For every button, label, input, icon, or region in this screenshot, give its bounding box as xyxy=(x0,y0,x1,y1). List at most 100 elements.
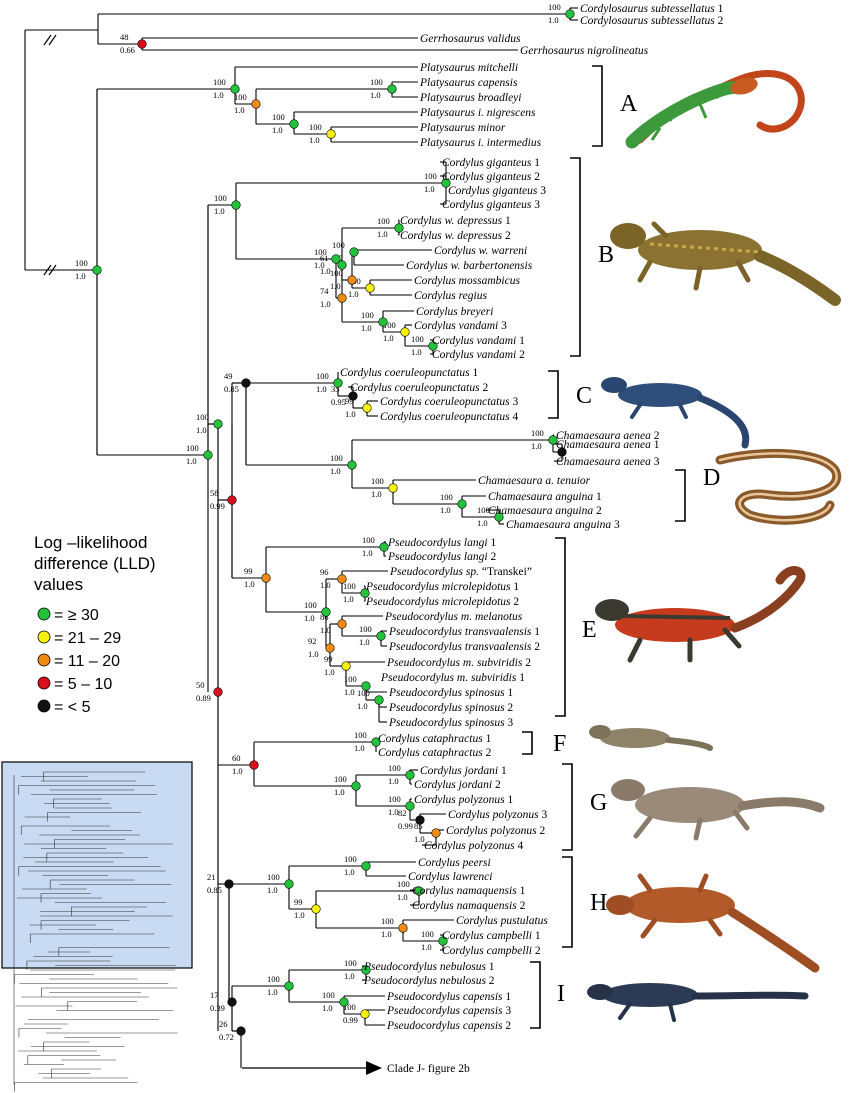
node-n23-bootstrap: 49 xyxy=(224,371,233,381)
node-n33-bootstrap: 58 xyxy=(210,488,219,498)
taxon-label: Cordylus giganteus 2 xyxy=(442,171,540,183)
node-n41-orange-marker xyxy=(325,643,335,653)
taxon-epithet: campbelli xyxy=(487,930,532,942)
node-n27-green-marker xyxy=(347,460,357,470)
node-n22-green-marker xyxy=(213,419,223,429)
taxon-genus: Cordylus xyxy=(378,733,420,745)
legend-item-label: = < 5 xyxy=(54,699,91,716)
taxon-label: Pseudocordylus m. subviridis 1 xyxy=(380,672,525,684)
taxon-number: 2 xyxy=(505,1020,511,1032)
node-n39-posterior: 1.0 xyxy=(320,625,331,635)
taxon-epithet: m. melanotus xyxy=(461,611,523,623)
taxon-number: 2 xyxy=(519,349,525,361)
taxon-genus: Pseudocordylus xyxy=(388,717,463,729)
taxon-genus: Cordylus xyxy=(400,230,442,242)
node-n45-red-marker xyxy=(213,687,223,697)
node-n29-black-marker xyxy=(557,447,567,457)
node-n33-red-marker xyxy=(227,495,237,505)
taxon-genus: Cordylus xyxy=(414,290,456,302)
taxon-genus: Cordylus xyxy=(414,320,456,332)
taxon-label: Cordylus w. depressus 2 xyxy=(400,230,511,242)
branch-break-mark-b-0 xyxy=(48,34,57,46)
taxon-epithet: subtessellatus xyxy=(651,3,715,15)
taxon-genus: Gerrhosaurus xyxy=(420,33,485,45)
tree-branches xyxy=(24,7,578,1068)
node-n65-black-marker xyxy=(236,1026,246,1036)
node-n10-posterior: 1.0 xyxy=(214,206,225,216)
taxon-label: Cordylus campbelli 1 xyxy=(442,930,541,942)
node-circles xyxy=(92,9,575,1036)
taxon-label: Cordylus jordani 2 xyxy=(414,779,501,791)
node-n4-posterior: 1.0 xyxy=(213,90,224,100)
taxon-epithet: w. warreni xyxy=(479,245,528,257)
node-n13-posterior: 1.0 xyxy=(377,229,388,239)
node-n47-green-marker xyxy=(371,737,381,747)
node-n43-green-marker xyxy=(361,681,371,691)
legend-black-swatch xyxy=(37,699,51,713)
node-n23-black-marker xyxy=(241,378,251,388)
taxon-genus: Cordylus xyxy=(448,809,490,821)
taxon-genus: Cordylus xyxy=(380,396,422,408)
taxon-label: Cordylus polyzonus 4 xyxy=(424,840,524,852)
taxon-label: Cordylus jordani 1 xyxy=(420,765,507,777)
node-n26-yellow-marker xyxy=(362,403,372,413)
clade-letter-H: H xyxy=(590,890,607,916)
node-n16-bootstrap: 100 xyxy=(330,268,343,278)
taxon-genus: Cordylus xyxy=(432,349,474,361)
taxon-label: Cordylus lawrenci xyxy=(408,871,492,883)
taxon-epithet: spinosus xyxy=(465,702,505,714)
node-n38-green-marker xyxy=(360,588,370,598)
node-n30-posterior: 1.0 xyxy=(371,489,382,499)
taxon-labels: Cordylosaurus subtessellatus 1Cordylosau… xyxy=(340,3,724,1032)
taxon-genus: Platysaurus xyxy=(419,122,475,134)
taxon-genus: Cordylus xyxy=(434,245,476,257)
taxon-genus: Cordylus xyxy=(418,857,460,869)
node-n60-bootstrap: 17 xyxy=(210,990,219,1000)
taxon-epithet: broadleyi xyxy=(478,92,522,104)
node-n64-bootstrap: 100 xyxy=(343,1002,356,1012)
node-n11-bootstrap: 100 xyxy=(424,171,437,181)
node-n21-bootstrap: 100 xyxy=(411,334,424,344)
node-n5-posterior: 1.0 xyxy=(370,90,381,100)
taxon-number: 1 xyxy=(535,930,541,942)
legend: Log –likelihood difference (LLD) values … xyxy=(34,533,156,716)
node-n9-green-marker xyxy=(203,450,213,460)
taxon-epithet: polyzonus xyxy=(490,825,538,837)
node-n9-bootstrap: 100 xyxy=(186,443,199,453)
node-n25-black-marker xyxy=(348,391,358,401)
node-n49-posterior: 1.0 xyxy=(388,776,399,786)
taxon-epithet: coeruleopunctatus xyxy=(385,367,470,379)
node-n27-posterior: 1.0 xyxy=(330,466,341,476)
node-n36-green-marker xyxy=(321,607,331,617)
node-n25-bootstrap: 35 xyxy=(331,384,340,394)
node-n39-orange-marker xyxy=(337,619,347,629)
taxon-epithet: polyzonus xyxy=(492,809,540,821)
chamaesaura-snake-lizard-illustration xyxy=(715,448,842,525)
taxon-epithet: aenea xyxy=(623,430,651,442)
node-n60-posterior: 0.39 xyxy=(210,1003,225,1013)
taxon-number: 2 xyxy=(540,825,546,837)
taxon-label: Cordylus vandami 1 xyxy=(432,335,525,347)
taxon-genus: Chamaesaura xyxy=(556,430,621,442)
node-n62-posterior: 1.0 xyxy=(344,971,355,981)
taxon-genus: Gerrhosaurus xyxy=(520,45,585,57)
node-n2-posterior: 0.66 xyxy=(120,45,135,55)
node-n6-posterior: 1.0 xyxy=(234,105,245,115)
node-n18-yellow-marker xyxy=(365,283,375,293)
node-n35-bootstrap: 100 xyxy=(362,535,375,545)
taxon-genus: Cordylus xyxy=(414,275,456,287)
taxon-genus: Pseudocordylus xyxy=(388,641,463,653)
taxon-label: Pseudocordylus langi 2 xyxy=(387,551,496,563)
node-n49-green-marker xyxy=(405,770,415,780)
cordylus-polyzonus-illustration xyxy=(611,779,825,841)
taxon-number: 1 xyxy=(513,581,519,593)
taxon-number: 1 xyxy=(505,991,511,1003)
node-n54-bootstrap: 100 xyxy=(267,872,280,882)
taxon-epithet: regius xyxy=(459,290,488,302)
node-n15-bootstrap: 61 xyxy=(320,253,329,263)
taxon-genus: Chamaesaura xyxy=(556,439,621,451)
node-n13-bootstrap: 100 xyxy=(377,216,390,226)
taxon-genus: Cordylus xyxy=(442,199,484,211)
taxon-label: Pseudocordylus spinosus 3 xyxy=(388,717,513,729)
